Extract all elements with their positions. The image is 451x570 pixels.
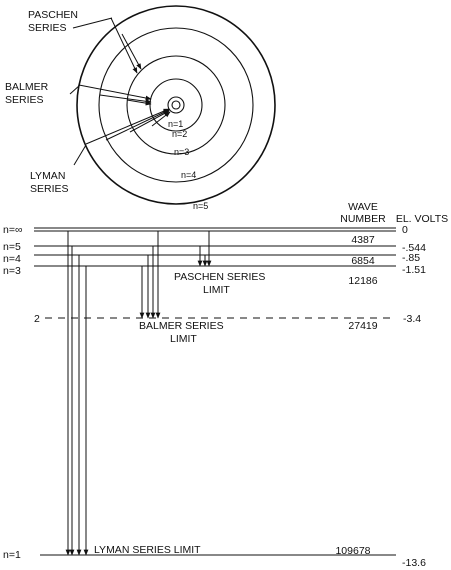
- level-2-label: 2: [34, 313, 40, 325]
- orbit-1: [167, 96, 185, 114]
- level-3-volts: -1.51: [402, 264, 426, 276]
- balmer-limit-label-line2: LIMIT: [170, 333, 197, 345]
- level-5-wave: 4387: [351, 234, 375, 246]
- lyman-arrow-4: [151, 111, 171, 127]
- level-4-volts: -.85: [402, 252, 420, 264]
- balmer-arrow-3: [126, 99, 152, 106]
- orbit-label-n4: n=4: [181, 170, 196, 180]
- level-5-volts: -.544: [402, 242, 426, 254]
- level-4-label: n=4: [3, 253, 21, 265]
- paschen-limit-label-line1: PASCHEN SERIES: [174, 271, 265, 283]
- energy-level-diagram: WAVE NUMBER EL. VOLTS n=∞ 0 n=5 4387 -.5…: [3, 201, 448, 569]
- lyman-arrow-3: [129, 110, 170, 133]
- level-4-wave: 6854: [351, 255, 375, 267]
- balmer-label-line1: BALMER: [5, 81, 49, 93]
- level-3-wave: 12186: [348, 275, 377, 287]
- orbit-label-n5: n=5: [193, 201, 208, 211]
- atom-orbit-diagram: PASCHEN SERIES BALMER SERIES LYMAN SERIE…: [5, 5, 276, 211]
- level-3-label: n=3: [3, 265, 21, 277]
- paschen-arrow-2: [121, 33, 142, 70]
- lyman-arrow-1: [85, 108, 170, 145]
- orbit-3: [126, 55, 226, 155]
- el-volts-header: EL. VOLTS: [396, 213, 448, 225]
- lyman-arrow-2: [105, 109, 170, 141]
- wave-number-header-line1: WAVE: [348, 201, 378, 213]
- paschen-label-line1: PASCHEN: [28, 9, 78, 21]
- balmer-label-line2: SERIES: [5, 94, 44, 106]
- orbit-label-n2: n=2: [172, 129, 187, 139]
- level-5-label: n=5: [3, 241, 21, 253]
- level-1-wave: 109678: [335, 545, 370, 557]
- balmer-arrow-1: [78, 84, 152, 101]
- paschen-label-line2: SERIES: [28, 22, 67, 34]
- orbit-4: [98, 27, 254, 183]
- lyman-limit-label: LYMAN SERIES LIMIT: [94, 544, 201, 556]
- wave-number-header-line2: NUMBER: [340, 213, 386, 225]
- lyman-pointer: [73, 144, 87, 166]
- paschen-pointer: [72, 17, 113, 29]
- orbit-5: [76, 5, 276, 205]
- level-inf-volts: 0: [402, 224, 408, 236]
- level-1-volts: -13.6: [402, 557, 426, 569]
- orbit-label-n1: n=1: [168, 119, 183, 129]
- paschen-arrow-1: [110, 17, 138, 74]
- nucleus: [171, 100, 181, 110]
- balmer-limit-label-line1: BALMER SERIES: [139, 320, 224, 332]
- lyman-label-line1: LYMAN: [30, 170, 65, 182]
- balmer-pointer: [69, 84, 81, 95]
- level-2-volts: -3.4: [403, 313, 421, 325]
- level-2-wave: 27419: [348, 320, 377, 332]
- balmer-arrow-2: [99, 94, 152, 104]
- lyman-label-line2: SERIES: [30, 183, 69, 195]
- paschen-limit-label-line2: LIMIT: [203, 284, 230, 296]
- orbit-label-n3: n=3: [174, 147, 189, 157]
- level-1-label: n=1: [3, 549, 21, 561]
- level-inf-label: n=∞: [3, 224, 22, 236]
